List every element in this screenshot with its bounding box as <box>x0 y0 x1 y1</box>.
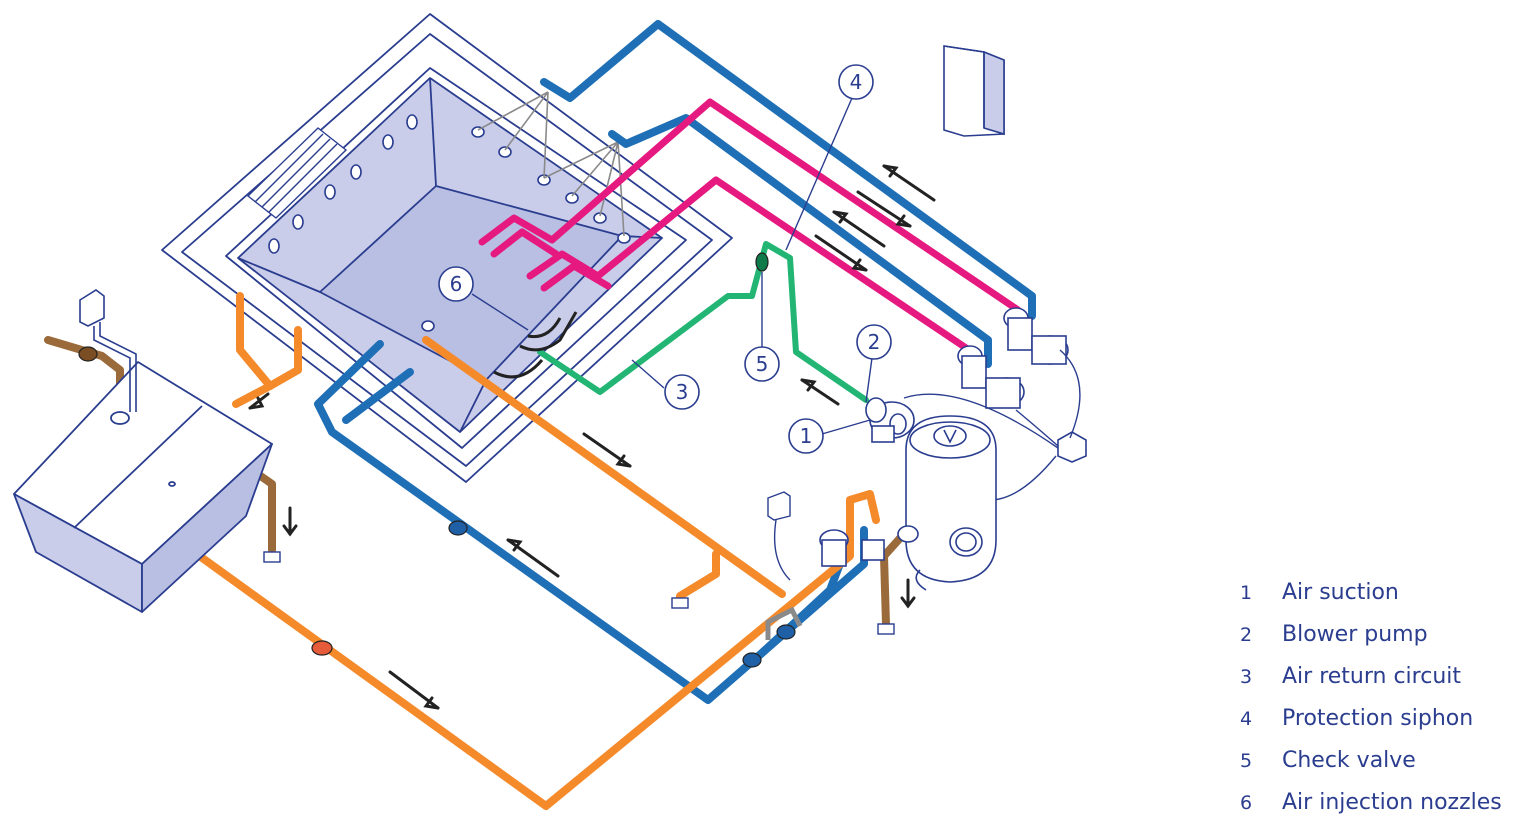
callout-3: 3 <box>631 359 700 410</box>
legend-number: 4 <box>1240 708 1253 730</box>
flow-arrow <box>882 164 936 202</box>
callout-4: 4 <box>785 64 874 251</box>
skimmer-grate <box>246 127 348 219</box>
filter-valves <box>819 525 919 567</box>
floor-drains <box>263 551 895 635</box>
legend-item: 5 Check valve <box>1240 748 1530 790</box>
legend-number: 5 <box>1240 750 1253 772</box>
callout-number: 2 <box>868 330 881 354</box>
legend-label: Check valve <box>1282 748 1416 773</box>
sand-filter <box>905 415 997 591</box>
tub-corner-edge <box>237 257 321 293</box>
valve-control-box <box>767 491 791 581</box>
legend-number: 3 <box>1240 666 1253 688</box>
legend-label: Air suction <box>1282 580 1399 605</box>
legend-item: 1 Air suction <box>1240 580 1530 622</box>
tub-corner-edge <box>429 77 437 187</box>
callout-number: 1 <box>800 424 813 448</box>
callout-number: 4 <box>850 70 863 94</box>
check-valve <box>755 252 769 272</box>
bypass-hose <box>765 606 803 640</box>
jet-air-lines <box>477 91 625 237</box>
flow-arrow <box>582 432 632 468</box>
callout-number: 6 <box>450 272 463 296</box>
blower-pump <box>865 397 915 443</box>
flow-arrow <box>282 506 298 537</box>
tub-rim-inner-line <box>181 33 713 467</box>
tub-rim-inner-line-2 <box>225 67 687 449</box>
callout-1: 1 <box>788 418 871 454</box>
callout-markers: 1 2 3 4 5 6 <box>438 64 892 454</box>
injection-hoses <box>493 311 578 379</box>
flow-arrow <box>388 670 440 710</box>
legend-number: 2 <box>1240 624 1253 646</box>
legend-label: Blower pump <box>1282 622 1428 647</box>
circulation-pump-1 <box>1003 307 1069 365</box>
legend-item: 6 Air injection nozzles <box>1240 790 1530 832</box>
callout-5: 5 <box>744 272 780 382</box>
flow-arrow <box>800 378 840 406</box>
callout-number: 3 <box>676 380 689 404</box>
junction-box <box>1057 431 1087 463</box>
tank-level-sensor <box>79 289 137 412</box>
flow-arrow <box>832 210 886 248</box>
legend-item: 4 Protection siphon <box>1240 706 1530 748</box>
air-circuit <box>478 98 1022 356</box>
callout-number: 5 <box>756 352 769 376</box>
legend-item: 2 Blower pump <box>1240 622 1530 664</box>
legend-item: 3 Air return circuit <box>1240 664 1530 706</box>
legend-number: 6 <box>1240 792 1253 814</box>
tub-corner-edge <box>459 379 487 433</box>
callout-6: 6 <box>438 266 529 331</box>
flow-arrow <box>856 190 912 228</box>
balance-tank <box>13 361 273 613</box>
callout-2: 2 <box>856 324 892 403</box>
flow-arrow <box>900 578 916 609</box>
legend-number: 1 <box>1240 582 1253 604</box>
flow-arrow <box>814 234 868 272</box>
legend-label: Air injection nozzles <box>1282 790 1502 815</box>
legend-label: Protection siphon <box>1282 706 1474 731</box>
spa-tub <box>161 13 733 483</box>
legend: 1 Air suction 2 Blower pump 3 Air return… <box>1240 580 1530 832</box>
wall-jets <box>268 114 631 332</box>
flow-arrow <box>506 538 560 578</box>
flow-arrow <box>248 392 270 410</box>
legend-label: Air return circuit <box>1282 664 1462 689</box>
pump-cables <box>903 349 1081 501</box>
flow-arrows <box>248 164 936 710</box>
circulation-pump-2 <box>957 345 1025 409</box>
control-box <box>943 45 1005 137</box>
pipe-collars <box>78 346 796 668</box>
